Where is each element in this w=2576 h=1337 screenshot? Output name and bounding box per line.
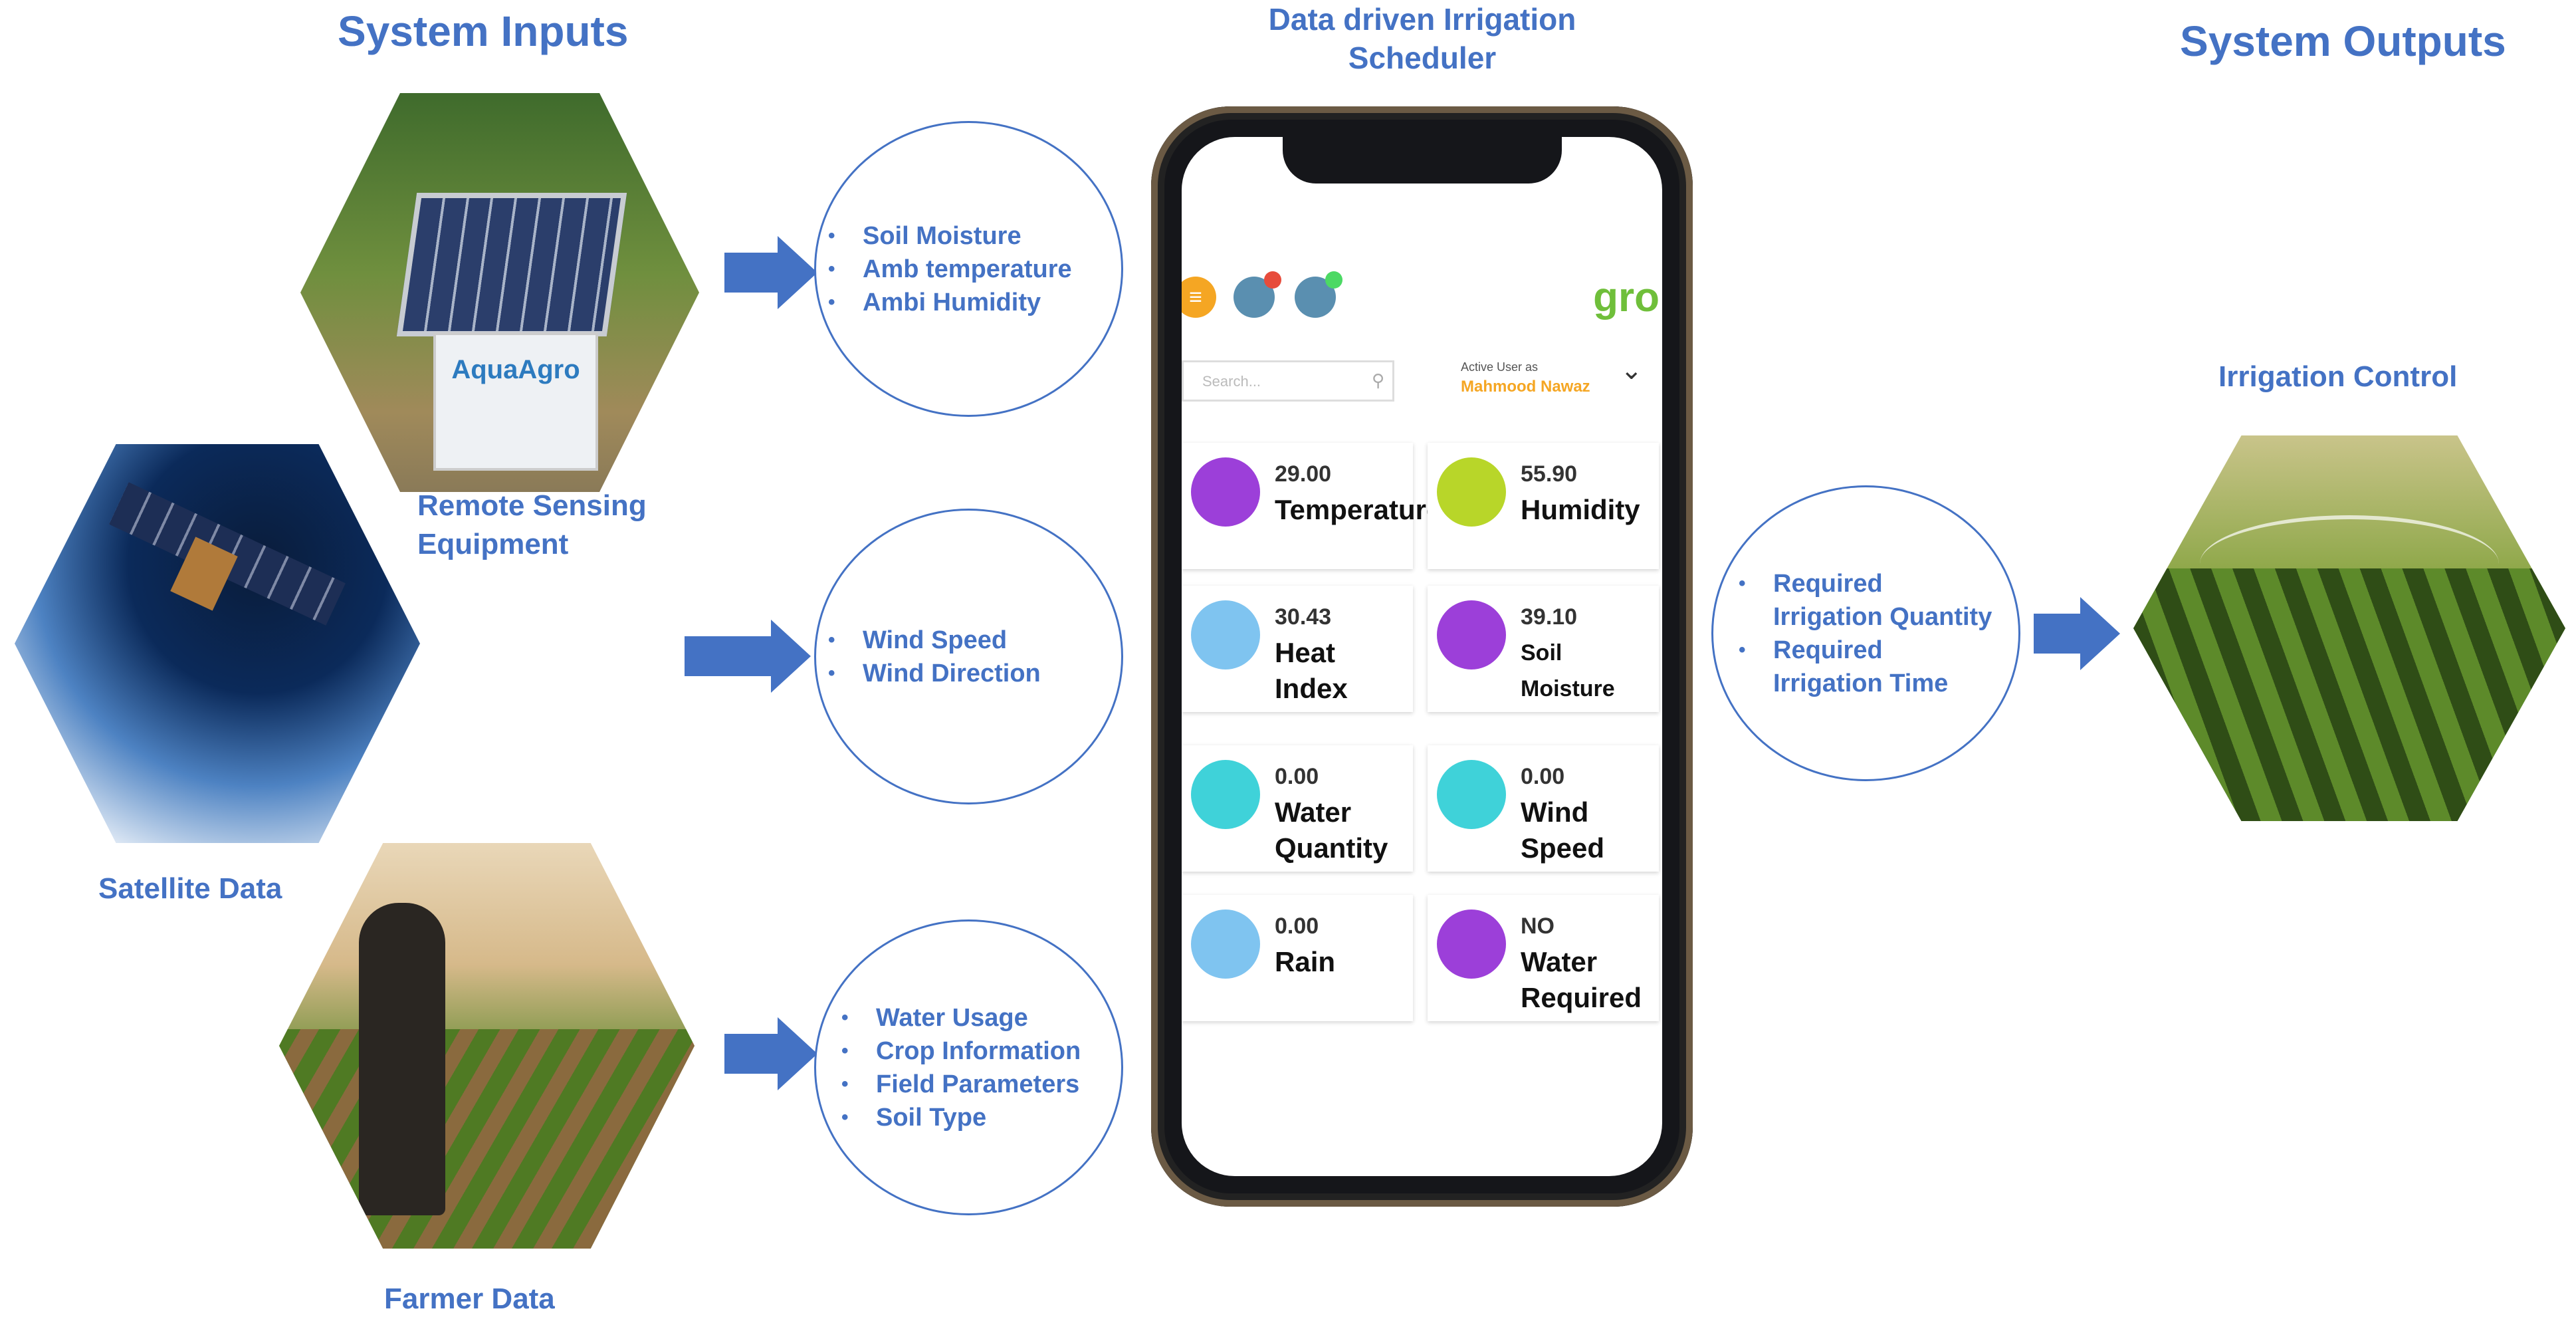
system-inputs-title: System Inputs <box>338 7 629 55</box>
app-screen: ≡ gro Search... ⚲ Active User as Mahmood… <box>1182 137 1662 1176</box>
search-input[interactable]: Search... ⚲ <box>1182 360 1394 402</box>
metric-value: 0.00 <box>1521 764 1565 789</box>
metric-value: 39.10 <box>1521 604 1578 630</box>
active-user-name[interactable]: Mahmood Nawaz <box>1461 378 1590 396</box>
metric-icon <box>1437 600 1506 669</box>
metric-value: NO <box>1521 913 1555 939</box>
metric-icon <box>1437 457 1506 527</box>
metric-value: 29.00 <box>1275 461 1332 487</box>
metric-label: Rain <box>1275 946 1336 977</box>
list-item: Crop Information <box>841 1034 1081 1068</box>
metric-value: 0.00 <box>1275 913 1319 939</box>
metric-label: Temperature <box>1275 494 1442 525</box>
metric-tile[interactable]: NO Water Required <box>1428 895 1659 1021</box>
sensor-parameters-list: Soil Moisture Amb temperature Ambi Humid… <box>816 219 1072 319</box>
solar-panel-image <box>396 193 627 336</box>
list-item: Soil Type <box>841 1101 1081 1134</box>
metric-icon <box>1191 457 1260 527</box>
metric-icon <box>1191 910 1260 979</box>
output-parameters-list: Required Irrigation Quantity Required Ir… <box>1713 567 1992 700</box>
satellite-parameters-bubble: Wind Speed Wind Direction <box>814 509 1123 804</box>
farmer-data-label: Farmer Data <box>384 1282 555 1315</box>
list-item: Soil Moisture <box>828 219 1072 253</box>
metric-label: Wind Speed <box>1521 796 1605 864</box>
farmer-hexagon <box>279 843 695 1249</box>
phone-notch <box>1282 137 1562 183</box>
irrigation-field-hexagon <box>2133 435 2565 821</box>
list-item: Ambi Humidity <box>828 286 1072 319</box>
metric-label: Heat Index <box>1275 637 1348 704</box>
metric-label: Water Required <box>1521 946 1642 1013</box>
metric-value: 55.90 <box>1521 461 1578 487</box>
metric-label: Soil Moisture <box>1521 640 1615 701</box>
arrow-sensor <box>724 236 817 309</box>
chevron-down-icon[interactable]: ⌄ <box>1620 356 1643 385</box>
metric-icon <box>1191 760 1260 829</box>
list-item: Wind Speed <box>828 624 1041 657</box>
arrow-output <box>2034 597 2120 670</box>
remote-sensing-label: Remote Sensing Equipment <box>417 489 647 560</box>
metric-icon <box>1437 910 1506 979</box>
farmer-parameters-list: Water Usage Crop Information Field Param… <box>816 1001 1081 1134</box>
scheduler-title: Data driven Irrigation Scheduler <box>1268 2 1576 75</box>
list-item: Amb temperature <box>828 253 1072 286</box>
list-item: Required Irrigation Time <box>1739 634 1992 700</box>
active-user-label: Active User as <box>1461 360 1539 374</box>
system-outputs-title: System Outputs <box>2180 17 2506 65</box>
sprinkler-spray-image <box>2200 515 2499 612</box>
sensor-box-image: AquaAgro <box>433 332 598 471</box>
arrow-satellite <box>685 620 811 693</box>
sensor-parameters-bubble: Soil Moisture Amb temperature Ambi Humid… <box>814 121 1123 417</box>
device-brand-label: AquaAgro <box>451 355 580 384</box>
menu-icon[interactable]: ≡ <box>1182 277 1216 318</box>
app-logo: gro <box>1593 275 1660 320</box>
satellite-hexagon <box>15 444 420 843</box>
app-header: ≡ gro <box>1182 270 1662 350</box>
satellite-parameters-list: Wind Speed Wind Direction <box>816 624 1041 690</box>
irrigation-control-label: Irrigation Control <box>2218 360 2458 393</box>
list-item: Wind Direction <box>828 657 1041 690</box>
farmer-parameters-bubble: Water Usage Crop Information Field Param… <box>814 919 1123 1215</box>
search-placeholder: Search... <box>1202 373 1261 390</box>
metric-label: Humidity <box>1521 494 1640 525</box>
phone-mockup: ≡ gro Search... ⚲ Active User as Mahmood… <box>1151 106 1693 1207</box>
list-item: Required Irrigation Quantity <box>1739 567 1992 634</box>
metric-icon <box>1191 600 1260 669</box>
satellite-data-label: Satellite Data <box>98 872 282 905</box>
crop-rows-image <box>279 1029 695 1249</box>
search-icon[interactable]: ⚲ <box>1371 370 1384 390</box>
output-parameters-bubble: Required Irrigation Quantity Required Ir… <box>1711 485 2020 781</box>
farmer-figure-image <box>359 903 445 1215</box>
metric-value: 0.00 <box>1275 764 1319 789</box>
remote-sensing-hexagon: AquaAgro <box>300 93 699 492</box>
metric-value: 30.43 <box>1275 604 1332 630</box>
arrow-farmer <box>724 1017 817 1090</box>
message-badge <box>1264 271 1281 289</box>
notification-badge <box>1325 271 1342 289</box>
metric-label: Water Quantity <box>1275 796 1388 864</box>
list-item: Water Usage <box>841 1001 1081 1034</box>
list-item: Field Parameters <box>841 1068 1081 1101</box>
metric-icon <box>1437 760 1506 829</box>
